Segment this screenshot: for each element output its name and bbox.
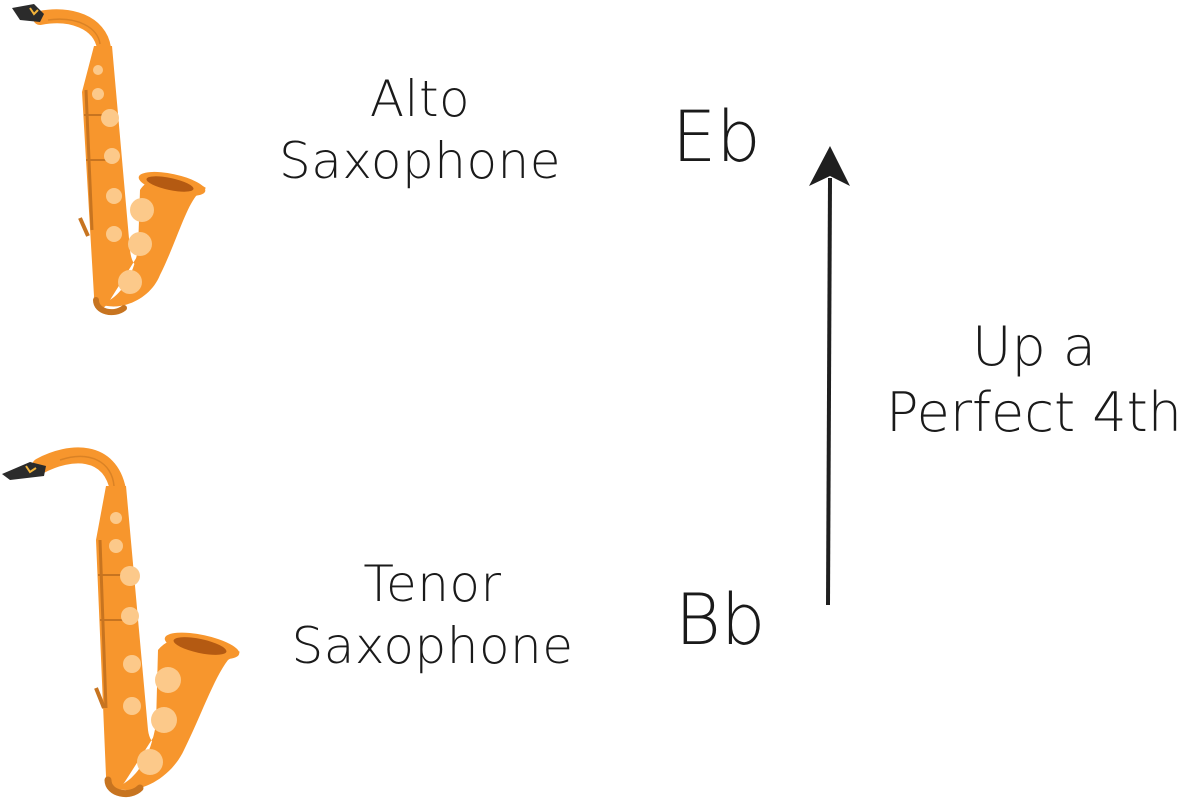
- up-arrow-icon: [809, 146, 850, 606]
- alto-saxophone-icon: [12, 4, 206, 316]
- alto-key-label: Eb: [672, 96, 761, 178]
- tenor-label-line1: Tenor: [363, 555, 502, 613]
- alto-saxophone-label: Alto Saxophone: [270, 68, 570, 192]
- interval-label: Up a Perfect 4th: [868, 314, 1200, 446]
- alto-label-line1: Alto: [369, 70, 471, 128]
- interval-line1: Up a: [971, 315, 1097, 378]
- tenor-saxophone-label: Tenor Saxophone: [280, 553, 585, 677]
- tenor-label-line2: Saxophone: [291, 617, 574, 675]
- interval-line2: Perfect 4th: [885, 381, 1183, 444]
- tenor-saxophone-icon: [2, 447, 240, 798]
- tenor-key-label: Bb: [675, 579, 766, 661]
- alto-label-line2: Saxophone: [279, 132, 561, 190]
